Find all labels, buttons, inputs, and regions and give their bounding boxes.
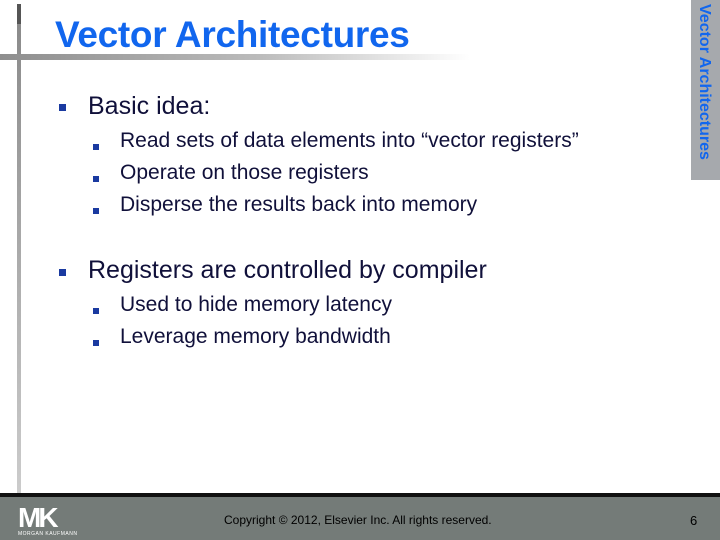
page-number: 6 <box>690 513 698 528</box>
slide-title: Vector Architectures <box>55 14 410 55</box>
sub-bullet-text: Operate on those registers <box>120 161 369 184</box>
title-underline <box>0 54 470 60</box>
sub-bullet-text: Leverage memory bandwidth <box>120 325 391 348</box>
decorative-vertical-accent <box>17 4 21 24</box>
sub-bullet-text: Disperse the results back into memory <box>120 193 478 216</box>
bullet-icon <box>93 340 99 346</box>
bullet-icon <box>93 176 99 182</box>
side-tab: Vector Architectures <box>691 0 720 180</box>
bullet-icon <box>59 104 66 111</box>
decorative-vertical-line <box>17 4 21 494</box>
sub-bullet-text: Used to hide memory latency <box>120 293 392 316</box>
bullet-text: Registers are controlled by compiler <box>88 256 487 284</box>
side-tab-label: Vector Architectures <box>696 4 713 160</box>
bullet-icon <box>93 208 99 214</box>
sub-bullet-text: Read sets of data elements into “vector … <box>120 129 579 152</box>
bullet-text: Basic idea: <box>88 92 211 120</box>
bullet-icon <box>59 269 66 276</box>
bullet-icon <box>93 144 99 150</box>
copyright-text: Copyright © 2012, Elsevier Inc. All righ… <box>224 513 492 527</box>
footer-divider <box>0 493 720 497</box>
bullet-icon <box>93 308 99 314</box>
